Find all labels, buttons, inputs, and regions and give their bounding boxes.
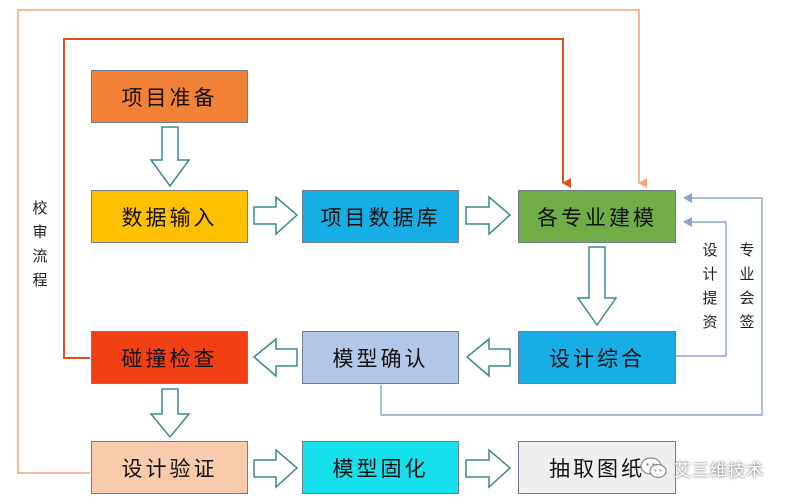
signoff-feedback-line: [380, 193, 763, 416]
block-arrow-down-icon: [576, 246, 618, 327]
design-data-label: 设计提资: [700, 238, 720, 334]
vertical-label-char: 资: [702, 313, 718, 331]
node-discipline-modeling: 各专业建模: [518, 190, 676, 243]
block-arrow-left-icon: [465, 337, 511, 378]
node-label: 设计验证: [121, 456, 218, 481]
node-label: 数据输入: [121, 205, 218, 230]
design-data-feedback-line: [676, 217, 727, 357]
node-label: 模型固化: [332, 456, 429, 481]
vertical-label-char: 计: [702, 265, 718, 283]
vertical-label-char: 业: [739, 265, 755, 283]
node-project-database: 项目数据库: [302, 190, 459, 243]
node-model-confirmation: 模型确认: [302, 331, 459, 384]
review-flow-label: 校审流程: [30, 196, 50, 292]
vertical-label-char: 校: [32, 199, 48, 217]
watermark: 艾三维技术: [640, 452, 764, 484]
block-arrow-right-icon: [253, 195, 299, 236]
review-loop-line: [17, 9, 647, 474]
node-label: 各专业建模: [537, 205, 657, 230]
block-arrow-left-icon: [252, 337, 298, 378]
block-arrow-right-icon: [465, 448, 512, 489]
vertical-label-char: 设: [702, 241, 718, 259]
vertical-label-char: 签: [739, 313, 755, 331]
node-label: 设计综合: [549, 346, 645, 371]
node-label: 抽取图纸: [549, 456, 645, 481]
vertical-label-char: 程: [32, 271, 48, 289]
watermark-text: 艾三维技术: [674, 460, 764, 481]
vertical-label-char: 会: [739, 289, 755, 307]
node-label: 项目数据库: [320, 205, 441, 230]
wechat-icon: [640, 457, 667, 479]
block-arrow-right-icon: [465, 195, 512, 236]
clash-loop-line: [63, 38, 571, 359]
node-design-verification: 设计验证: [91, 441, 248, 494]
block-arrow-down-icon: [149, 388, 191, 439]
block-arrow-down-icon: [149, 126, 191, 188]
discipline-signoff-label: 专业会签: [737, 238, 757, 334]
node-model-freeze: 模型固化: [302, 441, 459, 494]
vertical-label-char: 提: [702, 289, 718, 307]
node-label: 项目准备: [121, 85, 218, 110]
node-clash-check: 碰撞检查: [91, 331, 248, 384]
block-arrow-right-icon: [253, 448, 299, 489]
vertical-label-char: 流: [32, 247, 48, 265]
node-data-input: 数据输入: [91, 190, 248, 243]
vertical-label-char: 专: [739, 241, 755, 259]
node-project-preparation: 项目准备: [91, 70, 248, 123]
node-label: 碰撞检查: [121, 346, 218, 371]
vertical-label-char: 审: [32, 223, 48, 241]
node-design-integration: 设计综合: [518, 331, 676, 384]
node-label: 模型确认: [332, 346, 429, 371]
